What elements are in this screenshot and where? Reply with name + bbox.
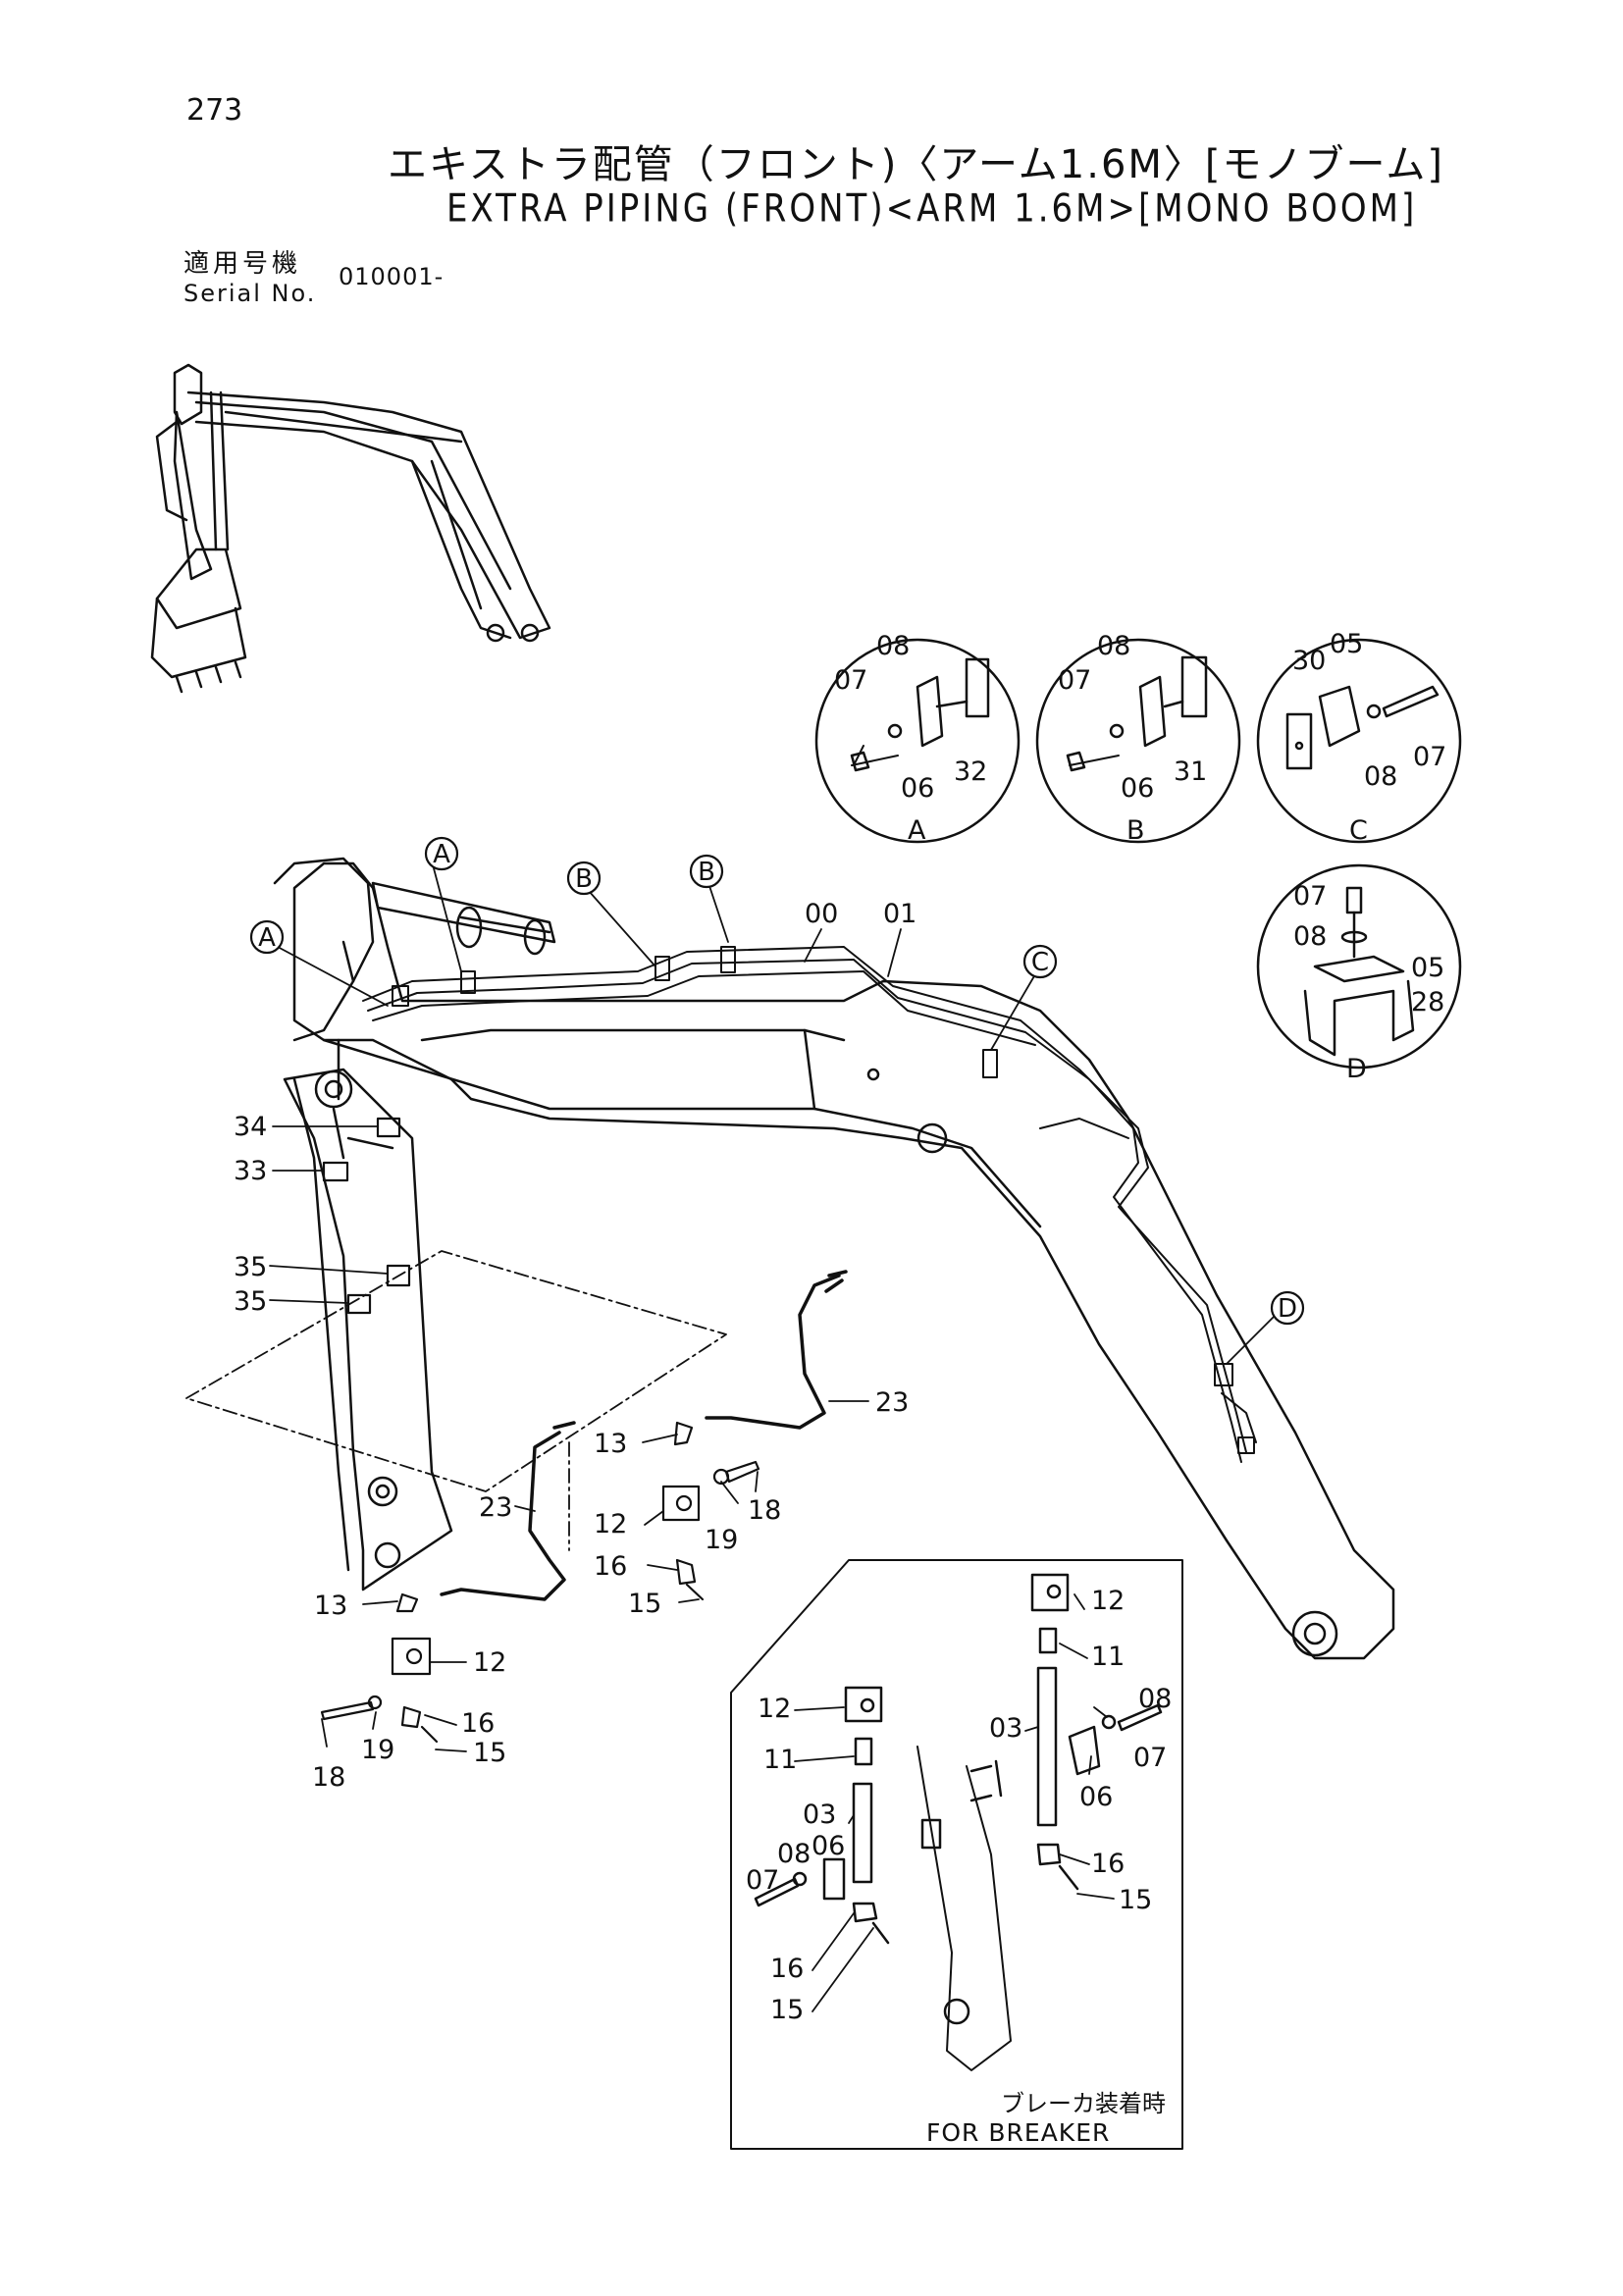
detail-circle-d — [1256, 863, 1462, 1070]
svg-text:23: 23 — [479, 1492, 512, 1523]
page-number: 273 — [186, 93, 243, 128]
title-japanese: エキストラ配管（フロント)〈アーム1.6M〉[モノブーム] — [388, 142, 1444, 187]
svg-text:A: A — [258, 923, 276, 953]
breaker-inset — [730, 1559, 1183, 2150]
detail-circle-a — [814, 638, 1021, 844]
breaker-inset-labels: 12 11 08 03 07 06 16 15 12 11 03 08 06 0… — [746, 1586, 1172, 2147]
hoses-23 — [440, 1270, 848, 1601]
cutaway-outline — [185, 1250, 727, 1551]
svg-text:12: 12 — [594, 1509, 627, 1539]
svg-text:D: D — [1278, 1294, 1297, 1324]
svg-text:23: 23 — [875, 1387, 909, 1418]
svg-text:15: 15 — [1119, 1885, 1152, 1915]
svg-text:13: 13 — [594, 1429, 627, 1459]
svg-text:15: 15 — [473, 1738, 506, 1768]
svg-text:C: C — [1031, 948, 1049, 977]
detail-c-labels: 30 05 08 07 C — [1292, 629, 1446, 846]
svg-text:08: 08 — [876, 631, 910, 661]
svg-text:08: 08 — [1138, 1684, 1172, 1714]
svg-text:05: 05 — [1330, 629, 1363, 659]
svg-text:01: 01 — [883, 899, 916, 929]
svg-text:07: 07 — [746, 1865, 779, 1896]
svg-text:A: A — [433, 840, 450, 869]
svg-text:15: 15 — [628, 1589, 661, 1619]
svg-text:A: A — [908, 815, 926, 846]
svg-text:28: 28 — [1411, 987, 1444, 1018]
svg-text:07: 07 — [1058, 665, 1091, 696]
callout-c: C — [1022, 944, 1058, 979]
svg-text:16: 16 — [1091, 1849, 1125, 1879]
callout-a-1: A — [424, 836, 459, 871]
svg-text:15: 15 — [770, 1995, 804, 2025]
svg-text:03: 03 — [803, 1800, 836, 1830]
svg-text:12: 12 — [758, 1694, 791, 1724]
svg-text:35: 35 — [234, 1286, 267, 1317]
svg-text:06: 06 — [901, 773, 934, 804]
main-fittings — [320, 1117, 760, 1744]
detail-circle-c — [1256, 638, 1462, 844]
svg-text:31: 31 — [1174, 757, 1207, 787]
overview-excavator-thumbnail — [150, 363, 551, 694]
detail-a-labels: 07 08 06 32 A — [834, 631, 987, 846]
svg-text:16: 16 — [461, 1708, 495, 1739]
svg-text:00: 00 — [805, 899, 838, 929]
svg-text:08: 08 — [1097, 631, 1130, 661]
detail-b-labels: 07 08 06 31 B — [1058, 631, 1207, 846]
svg-text:19: 19 — [361, 1735, 394, 1765]
svg-text:11: 11 — [763, 1745, 797, 1775]
svg-text:07: 07 — [834, 665, 867, 696]
main-boom-drawing — [273, 857, 1395, 1660]
svg-text:C: C — [1349, 815, 1368, 846]
svg-text:30: 30 — [1292, 646, 1326, 676]
breaker-caption-ja: ブレーカ装着時 — [1001, 2090, 1166, 2117]
svg-text:05: 05 — [1411, 953, 1444, 983]
main-part-labels: 00 01 34 33 35 35 23 23 13 12 18 19 16 1… — [234, 899, 916, 1793]
svg-text:18: 18 — [748, 1495, 781, 1526]
svg-text:18: 18 — [312, 1762, 345, 1793]
svg-text:06: 06 — [1079, 1782, 1113, 1812]
svg-text:19: 19 — [705, 1525, 738, 1555]
svg-text:08: 08 — [777, 1839, 811, 1869]
breaker-caption-en: FOR BREAKER — [926, 2118, 1110, 2147]
callout-b-1: B — [566, 861, 602, 896]
detail-circle-b — [1035, 638, 1241, 844]
svg-text:D: D — [1346, 1054, 1367, 1084]
serial-label-japanese: 適用号機 — [183, 249, 302, 279]
callout-a-2: A — [249, 919, 285, 955]
svg-text:06: 06 — [1121, 773, 1154, 804]
callout-d: D — [1270, 1290, 1305, 1326]
serial-number-value: 010001- — [339, 263, 445, 290]
svg-text:07: 07 — [1413, 742, 1446, 772]
svg-text:16: 16 — [594, 1551, 627, 1582]
svg-text:12: 12 — [1091, 1586, 1125, 1616]
svg-text:11: 11 — [1091, 1642, 1125, 1672]
callout-b-2: B — [689, 854, 724, 889]
leader-lines — [269, 867, 1282, 1752]
arm-drawing — [283, 1068, 453, 1592]
svg-text:07: 07 — [1133, 1743, 1167, 1773]
svg-text:08: 08 — [1293, 921, 1327, 952]
svg-text:33: 33 — [234, 1156, 267, 1186]
svg-text:13: 13 — [314, 1591, 347, 1621]
svg-text:06: 06 — [812, 1831, 845, 1861]
detail-d-labels: 07 08 05 28 D — [1293, 881, 1444, 1084]
svg-text:32: 32 — [954, 757, 987, 787]
svg-text:03: 03 — [989, 1713, 1022, 1744]
svg-text:B: B — [698, 858, 715, 887]
svg-text:08: 08 — [1364, 761, 1397, 792]
svg-text:B: B — [1126, 815, 1145, 846]
extra-piping-lines — [362, 946, 1257, 1463]
serial-label-english: Serial No. — [183, 280, 317, 307]
title-english: EXTRA PIPING (FRONT)<ARM 1.6M>[MONO BOOM… — [446, 186, 1418, 232]
svg-text:16: 16 — [770, 1954, 804, 1984]
svg-text:35: 35 — [234, 1252, 267, 1282]
svg-text:34: 34 — [234, 1112, 267, 1142]
svg-text:B: B — [575, 864, 593, 894]
svg-text:12: 12 — [473, 1647, 506, 1678]
svg-text:07: 07 — [1293, 881, 1327, 912]
